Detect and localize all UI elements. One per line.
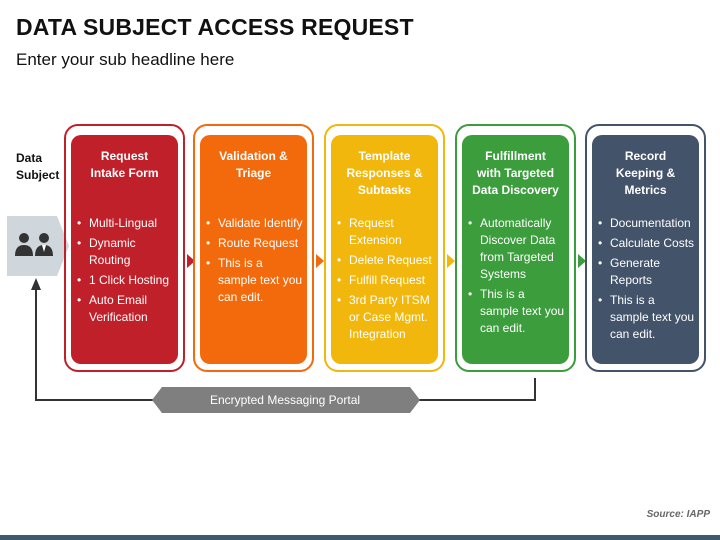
portal-line-right bbox=[417, 378, 536, 401]
stage-list: Request ExtensionDelete RequestFulfill R… bbox=[337, 215, 434, 346]
stage-list-item: Generate Reports bbox=[598, 255, 695, 289]
portal-shape bbox=[152, 387, 420, 413]
data-subject-label-line2: Subject bbox=[16, 168, 60, 182]
stage-arrow-icon bbox=[187, 254, 195, 268]
source-note: Source: IAPP bbox=[646, 509, 710, 520]
page-subtitle: Enter your sub headline here bbox=[16, 50, 235, 69]
stage-title-line: Template bbox=[358, 149, 411, 163]
stage-title-line: Data Discovery bbox=[472, 183, 559, 197]
stage-list-item: Delete Request bbox=[337, 252, 434, 269]
stage-title-line: Fulfillment bbox=[485, 149, 546, 163]
stage-title-line: Subtasks bbox=[357, 183, 412, 197]
portal-line-left bbox=[35, 286, 155, 401]
stage-list-item: Auto Email Verification bbox=[77, 292, 174, 326]
stage-list-item: 3rd Party ITSM or Case Mgmt. Integration bbox=[337, 292, 434, 343]
stage-title-line: with Targeted bbox=[476, 166, 555, 180]
stage-card: Validation & TriageValidate IdentifyRoute… bbox=[200, 135, 307, 364]
stage-outline bbox=[324, 124, 445, 372]
stage-outline bbox=[585, 124, 706, 372]
bottom-bar bbox=[0, 535, 720, 540]
stage-title-line: Responses & bbox=[346, 166, 423, 180]
stage-title-line: Intake Form bbox=[90, 166, 159, 180]
stage-list: DocumentationCalculate CostsGenerate Rep… bbox=[598, 215, 695, 346]
stage-title-line: Triage bbox=[235, 166, 272, 180]
stage-title-line: Record bbox=[624, 149, 667, 163]
stage-title-line: Validation & bbox=[219, 149, 288, 163]
stage-list-item: Documentation bbox=[598, 215, 695, 232]
stage-list-item: This is a sample text you can edit. bbox=[468, 286, 565, 337]
stage-title: Validation & Triage bbox=[204, 148, 303, 182]
stage-list-item: Validate Identify bbox=[206, 215, 303, 232]
stage-list-item: Automatically Discover Data from Targete… bbox=[468, 215, 565, 283]
data-subject-box bbox=[7, 216, 69, 276]
stage-list-item: Multi-Lingual bbox=[77, 215, 174, 232]
stage-list-item: Dynamic Routing bbox=[77, 235, 174, 269]
stage-list-item: 1 Click Hosting bbox=[77, 272, 174, 289]
stage-title-line: Keeping & bbox=[615, 166, 676, 180]
stage-list-item: Route Request bbox=[206, 235, 303, 252]
stage-arrow-icon bbox=[447, 254, 455, 268]
stage-list-item: Fulfill Request bbox=[337, 272, 434, 289]
stage-title-line: Request bbox=[100, 149, 149, 163]
portal-arrowhead-up-icon bbox=[31, 278, 41, 290]
stage-list-item: This is a sample text you can edit. bbox=[598, 292, 695, 343]
stage-outline bbox=[64, 124, 185, 372]
stage-list-item: Calculate Costs bbox=[598, 235, 695, 252]
portal-label: Encrypted Messaging Portal bbox=[209, 393, 361, 407]
data-subject-label: Data Subject bbox=[16, 150, 59, 184]
stage-list: Validate IdentifyRoute RequestThis is a … bbox=[206, 215, 303, 309]
stage-outline bbox=[455, 124, 576, 372]
stage-list-item: This is a sample text you can edit. bbox=[206, 255, 303, 306]
stage-list-item: Request Extension bbox=[337, 215, 434, 249]
data-subject-label-line1: Data bbox=[16, 151, 43, 165]
stage-arrow-icon bbox=[578, 254, 586, 268]
page-title: DATA SUBJECT ACCESS REQUEST bbox=[16, 14, 414, 40]
stage-outline bbox=[193, 124, 314, 372]
stage-arrow-icon bbox=[316, 254, 324, 268]
stage-title-line: Metrics bbox=[624, 183, 667, 197]
people-icon bbox=[15, 233, 53, 256]
stage-list: Automatically Discover Data from Targete… bbox=[468, 215, 565, 340]
stage-list: Multi-LingualDynamic Routing 1 Click Host… bbox=[77, 215, 174, 329]
